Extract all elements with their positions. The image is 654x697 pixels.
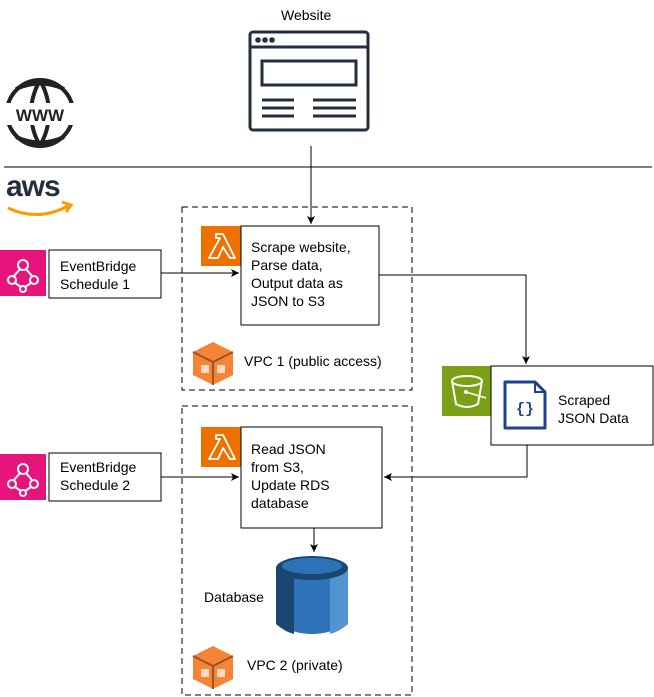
vpc-icon bbox=[192, 342, 234, 385]
storage-label: Scraped JSON Data bbox=[558, 392, 629, 426]
rds-database-icon bbox=[276, 556, 348, 634]
lambda-2-label: Read JSON from S3, Update RDS database bbox=[251, 441, 330, 511]
schedule-1-label: EventBridge Schedule 1 bbox=[60, 258, 137, 292]
connector-s3-to-lambda2 bbox=[384, 445, 528, 481]
browser-window-icon bbox=[248, 30, 370, 132]
aws-logo-text: aws bbox=[6, 170, 61, 203]
aws-smile-icon bbox=[7, 200, 74, 217]
svg-text:{}: {} bbox=[516, 401, 534, 418]
globe-www-icon: WWW bbox=[4, 78, 76, 148]
eventbridge-schedule-1 bbox=[0, 249, 162, 299]
vpc-1-label: VPC 1 (public access) bbox=[244, 353, 382, 369]
s3-bucket-icon bbox=[442, 366, 492, 416]
json-document-icon: {} bbox=[503, 380, 547, 430]
vpc-1-boundary bbox=[181, 206, 413, 391]
vpc-2-boundary bbox=[181, 405, 413, 696]
vpc-icon bbox=[192, 646, 234, 689]
connector-lambda1-to-s3 bbox=[379, 274, 530, 364]
eventbridge-schedule-2 bbox=[0, 452, 162, 502]
svg-text:WWW: WWW bbox=[16, 106, 65, 125]
lambda-1-label: Scrape website, Parse data, Output data … bbox=[251, 239, 351, 309]
website-label: Website bbox=[281, 7, 332, 23]
schedule-2-label: EventBridge Schedule 2 bbox=[60, 459, 137, 493]
database-label: Database bbox=[204, 589, 264, 605]
vpc-2-label: VPC 2 (private) bbox=[247, 657, 343, 673]
lambda-function-1 bbox=[201, 225, 380, 326]
lambda-function-2 bbox=[201, 426, 383, 529]
